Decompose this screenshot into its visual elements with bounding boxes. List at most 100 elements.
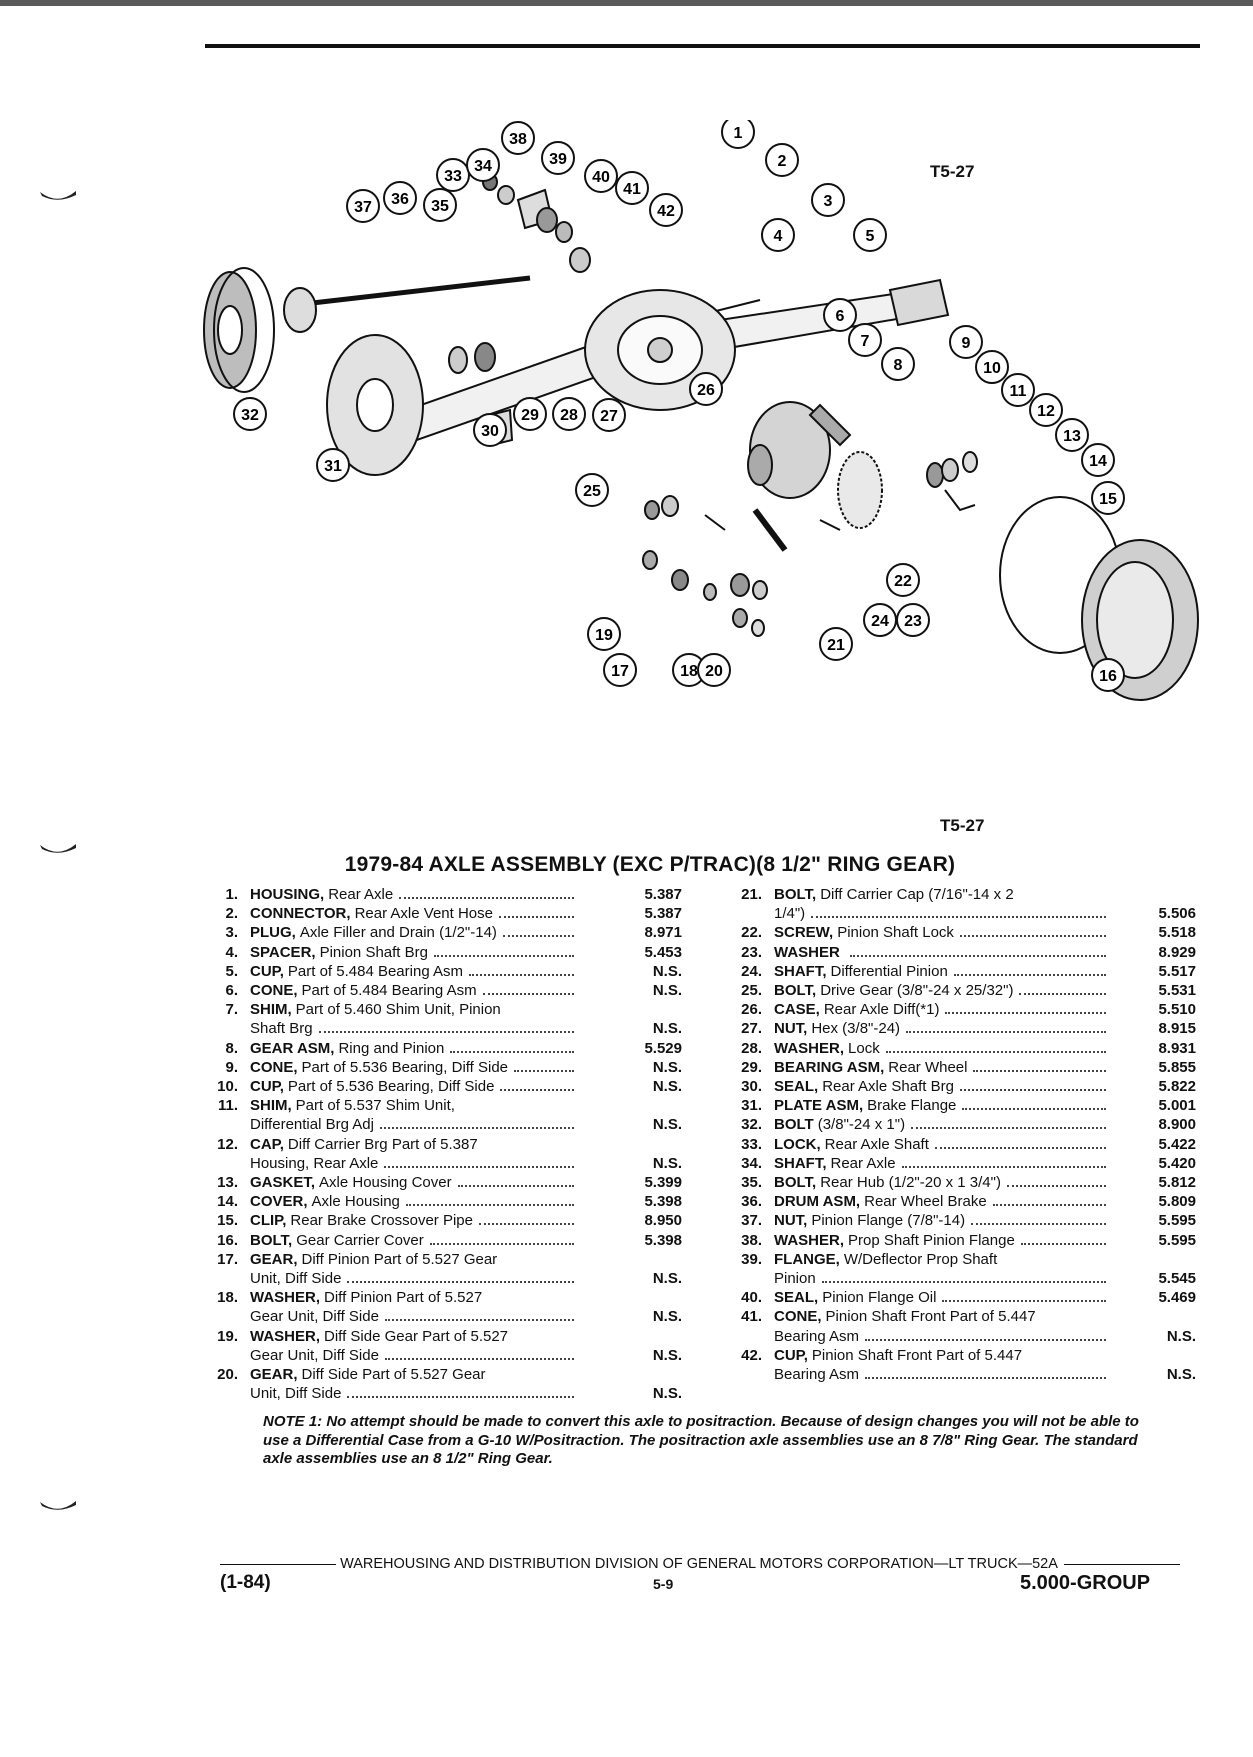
part-number: 9. xyxy=(225,1058,238,1076)
part-description: Pinion Shaft Front Part of 5.447 xyxy=(811,1346,1023,1364)
part-number: 18. xyxy=(217,1289,238,1307)
part-number: 34. xyxy=(741,1154,762,1172)
part-group-code: N.S. xyxy=(652,1270,682,1288)
dot-leader xyxy=(865,1377,1106,1380)
part-name: BOLT, xyxy=(774,1174,817,1192)
callout-number: 36 xyxy=(391,191,409,208)
footer-rule xyxy=(220,1563,337,1565)
callout-3: 3 xyxy=(811,183,845,217)
part-name: BOLT xyxy=(774,1116,814,1134)
dot-leader xyxy=(384,1357,574,1360)
callout-number: 11 xyxy=(1010,383,1027,400)
callout-number: 22 xyxy=(894,573,912,590)
callout-28: 28 xyxy=(552,397,586,431)
dot-leader xyxy=(498,916,574,919)
part-number: 28. xyxy=(741,1039,762,1057)
part-description-cont: Gear Unit, Diff Side xyxy=(250,1346,379,1364)
part-name: CASE, xyxy=(774,1001,820,1019)
part-group-code: N.S. xyxy=(652,962,682,980)
callout-24: 24 xyxy=(863,603,897,637)
dot-leader xyxy=(811,916,1106,919)
dot-leader xyxy=(318,1031,574,1034)
part-description-cont: Pinion xyxy=(774,1270,816,1288)
part-description: Hex (3/8"-24) xyxy=(811,1020,901,1038)
part-group-code: 5.518 xyxy=(1158,924,1196,942)
part-description-cont: Unit, Diff Side xyxy=(250,1385,342,1403)
part-number: 20. xyxy=(217,1366,238,1384)
callout-number: 12 xyxy=(1037,403,1055,420)
part-description-cont: Bearing Asm xyxy=(774,1366,860,1384)
part-number: 5. xyxy=(225,962,238,980)
part-name: BOLT, xyxy=(774,886,817,903)
callout-number: 32 xyxy=(241,407,259,424)
part-number: 29. xyxy=(741,1058,762,1076)
part-group-code: N.S. xyxy=(652,1020,682,1038)
dot-leader xyxy=(934,1146,1106,1149)
callout-14: 14 xyxy=(1081,443,1115,477)
dot-leader xyxy=(384,1165,574,1168)
part-description-cont: 1/4") xyxy=(774,905,806,923)
part-entry: 26.CASE,Rear Axle Diff(*1)5.510 xyxy=(741,1000,1196,1019)
part-number: 2. xyxy=(225,905,238,923)
callout-number: 15 xyxy=(1099,491,1117,508)
part-description-cont: Differential Brg Adj xyxy=(250,1116,374,1134)
callout-number: 2 xyxy=(778,153,787,170)
part-description: Part of 5.537 Shim Unit, xyxy=(295,1097,455,1115)
part-description-cont: Unit, Diff Side xyxy=(250,1270,342,1288)
callout-20: 20 xyxy=(697,653,731,687)
part-description: Rear Brake Crossover Pipe xyxy=(290,1212,473,1230)
part-description: Part of 5.484 Bearing Asm xyxy=(301,982,477,1000)
callout-16: 16 xyxy=(1091,658,1125,692)
part-description: Drive Gear (3/8"-24 x 25/32") xyxy=(820,982,1014,1000)
part-name: WASHER xyxy=(774,943,840,961)
header-rule xyxy=(205,44,1200,48)
callout-number: 8 xyxy=(894,357,903,374)
callout-13: 13 xyxy=(1055,418,1089,452)
callout-number: 41 xyxy=(623,181,641,198)
callout-27: 27 xyxy=(592,398,626,432)
callout-42: 42 xyxy=(649,193,683,227)
binder-hole-mark xyxy=(40,1501,76,1510)
callout-37: 37 xyxy=(346,189,380,223)
part-entry: 32.BOLT(3/8"-24 x 1")8.900 xyxy=(741,1115,1196,1134)
part-description: W/Deflector Prop Shaft xyxy=(843,1250,998,1268)
part-description: Part of 5.460 Shim Unit, Pinion xyxy=(295,1001,501,1019)
callout-number: 24 xyxy=(871,613,889,630)
dot-leader xyxy=(433,954,574,957)
part-group-code: 5.422 xyxy=(1158,1135,1196,1153)
dot-leader xyxy=(457,1185,574,1188)
callout-32: 32 xyxy=(233,397,267,431)
part-name: SEAL, xyxy=(774,1289,819,1307)
part-description-cont: Housing, Rear Axle xyxy=(250,1154,379,1172)
part-number: 40. xyxy=(741,1289,762,1307)
dot-leader xyxy=(971,1223,1106,1226)
callout-number: 13 xyxy=(1063,428,1081,445)
dot-leader xyxy=(347,1281,574,1284)
callout-number: 4 xyxy=(774,228,783,245)
part-description-cont: Bearing Asm xyxy=(774,1327,860,1345)
callout-7: 7 xyxy=(848,323,882,357)
part-name: CONNECTOR, xyxy=(250,905,351,923)
figure-label-top: T5-27 xyxy=(930,162,975,181)
part-description: Pinion Flange (7/8"-14) xyxy=(811,1212,966,1230)
part-name: SPACER, xyxy=(250,943,316,961)
part-description: Axle Filler and Drain (1/2"-14) xyxy=(299,924,497,942)
part-name: CUP, xyxy=(774,1346,808,1364)
part-group-code: N.S. xyxy=(652,1078,682,1096)
part-name: BOLT, xyxy=(774,982,817,1000)
callout-number: 14 xyxy=(1089,453,1107,470)
part-group-code: N.S. xyxy=(652,1308,682,1326)
